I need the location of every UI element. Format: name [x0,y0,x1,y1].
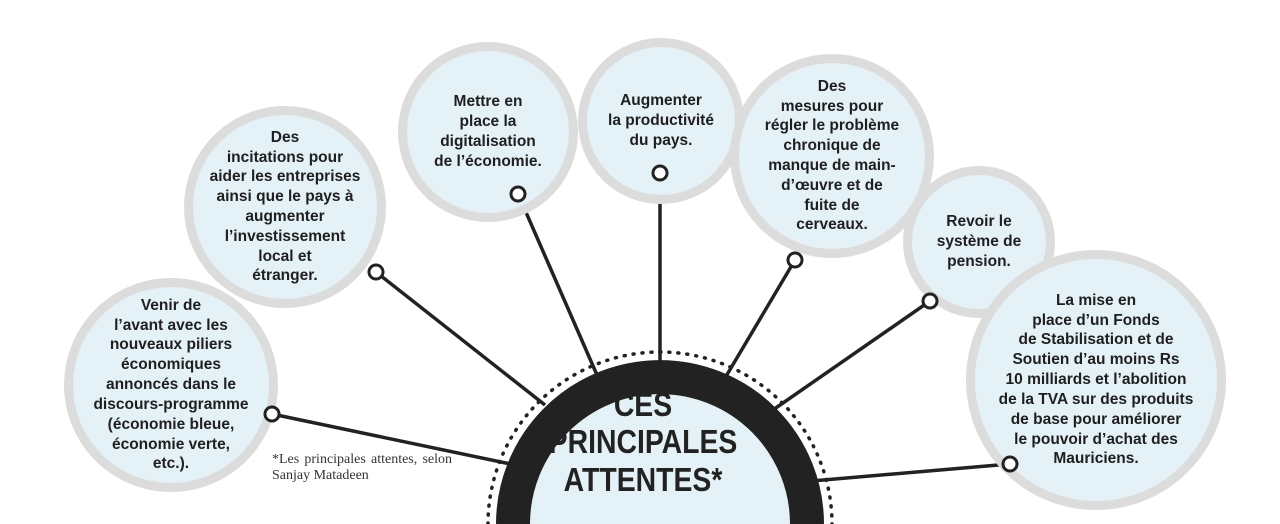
connector-fonds [799,462,1011,484]
bubble-productivite-text: Augmenter la productivité du pays. [608,92,714,149]
bubble-pension-text: Revoir le système de pension. [936,213,1022,270]
anchor-dot-incitations [367,263,385,281]
connector-digitalisation [516,193,599,376]
anchor-dot-fonds [1001,455,1019,473]
anchor-dot-digitalisation [509,185,527,203]
bubble-piliers: Venir de l’avant avec les nouveaux pilie… [64,278,278,492]
connector-incitations [374,270,547,407]
bubble-digitalisation: Mettre en place la digitalisation de l’é… [398,42,578,222]
source-note: *Les principales attentes, selon Sanjay … [272,452,452,483]
bubble-fonds-text: La mise en place d’un Fonds de Stabilisa… [998,291,1194,468]
bubble-piliers-text: Venir de l’avant avec les nouveaux pilie… [93,296,249,473]
anchor-dot-productivite [651,164,669,182]
bubble-incitations-text: Des incitations pour aider les entrepris… [209,128,361,285]
anchor-dot-main-oeuvre [786,251,804,269]
bubble-main-oeuvre: Des mesures pour régler le problème chro… [730,54,934,258]
bubble-main-oeuvre-text: Des mesures pour régler le problème chro… [764,77,900,234]
anchor-dot-pension [921,292,939,310]
bubble-incitations: Des incitations pour aider les entrepris… [184,106,386,308]
center-title: CES PRINCIPALES ATTENTES* [548,386,738,498]
anchor-dot-piliers [263,405,281,423]
bubble-digitalisation-text: Mettre en place la digitalisation de l’é… [434,93,542,170]
connector-pension [769,299,931,414]
connector-piliers [271,412,521,468]
center-arc [496,360,824,524]
connector-main-oeuvre [723,259,797,379]
